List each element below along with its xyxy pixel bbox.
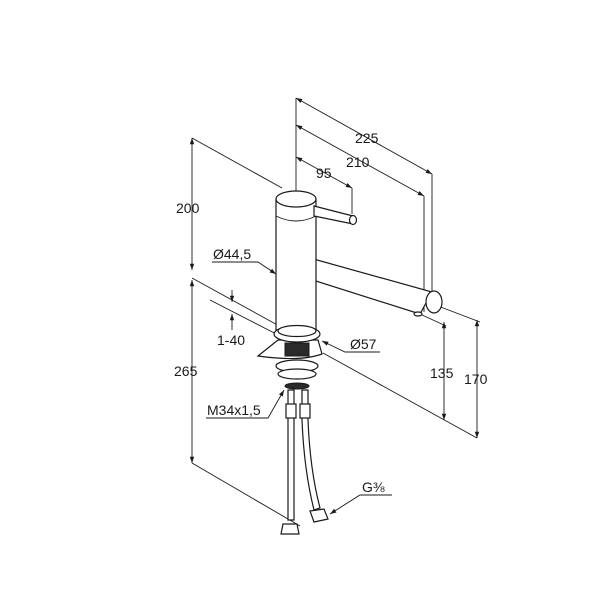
- label-170: 170: [464, 371, 488, 387]
- label-dia57: Ø57: [350, 336, 377, 352]
- label-1-40: 1-40: [217, 332, 245, 348]
- lever-handle: [313, 205, 354, 225]
- label-135: 135: [430, 365, 454, 381]
- label-200: 200: [176, 200, 200, 216]
- label-210: 210: [346, 154, 370, 170]
- dim-95-line: [295, 156, 353, 189]
- label-dia44: Ø44,5: [213, 246, 251, 262]
- base-plane-line-3: [322, 352, 478, 439]
- connection-leader: [329, 494, 392, 515]
- dim-210-line: [295, 124, 425, 197]
- base-rosette-inner: [277, 324, 317, 338]
- spout: [296, 257, 433, 315]
- aerator: [413, 311, 423, 317]
- hose-ferrule-left: [285, 403, 297, 419]
- shank-bottom: [284, 382, 310, 390]
- label-95: 95: [316, 165, 332, 181]
- dim-170-extension: [437, 305, 481, 323]
- body-top: [275, 190, 317, 208]
- label-connection: G⅜: [362, 479, 385, 495]
- lever-end: [348, 214, 358, 226]
- faucet: [256, 190, 443, 535]
- supply-hose-left: [287, 389, 295, 521]
- threaded-shank: [284, 342, 310, 357]
- spout-outlet: [425, 290, 443, 314]
- dim-200-extension: [191, 137, 283, 189]
- thread-leader: [206, 389, 285, 419]
- hose-ferrule-right: [299, 403, 311, 419]
- hose-nut-left: [280, 523, 300, 535]
- dia44-leader: [212, 261, 277, 275]
- label-225: 225: [355, 130, 379, 146]
- fixing-nut-lower: [277, 368, 317, 380]
- label-265: 265: [174, 363, 198, 379]
- hose-nut-right: [309, 508, 329, 523]
- body-ring: [275, 215, 317, 222]
- label-thread: M34x1,5: [207, 402, 261, 418]
- dim-265-extension: [191, 462, 301, 527]
- supply-hose-right: [301, 389, 321, 511]
- base-plane-line: [191, 277, 293, 334]
- base-plane-line-2: [209, 299, 285, 339]
- dia57-leader: [321, 340, 380, 353]
- dim-135-extension: [419, 313, 447, 327]
- dimension-labels: 225 210 95 200 Ø44,5 1-40 Ø57 265 135 17…: [174, 130, 488, 495]
- dimension-lines: [189, 97, 481, 527]
